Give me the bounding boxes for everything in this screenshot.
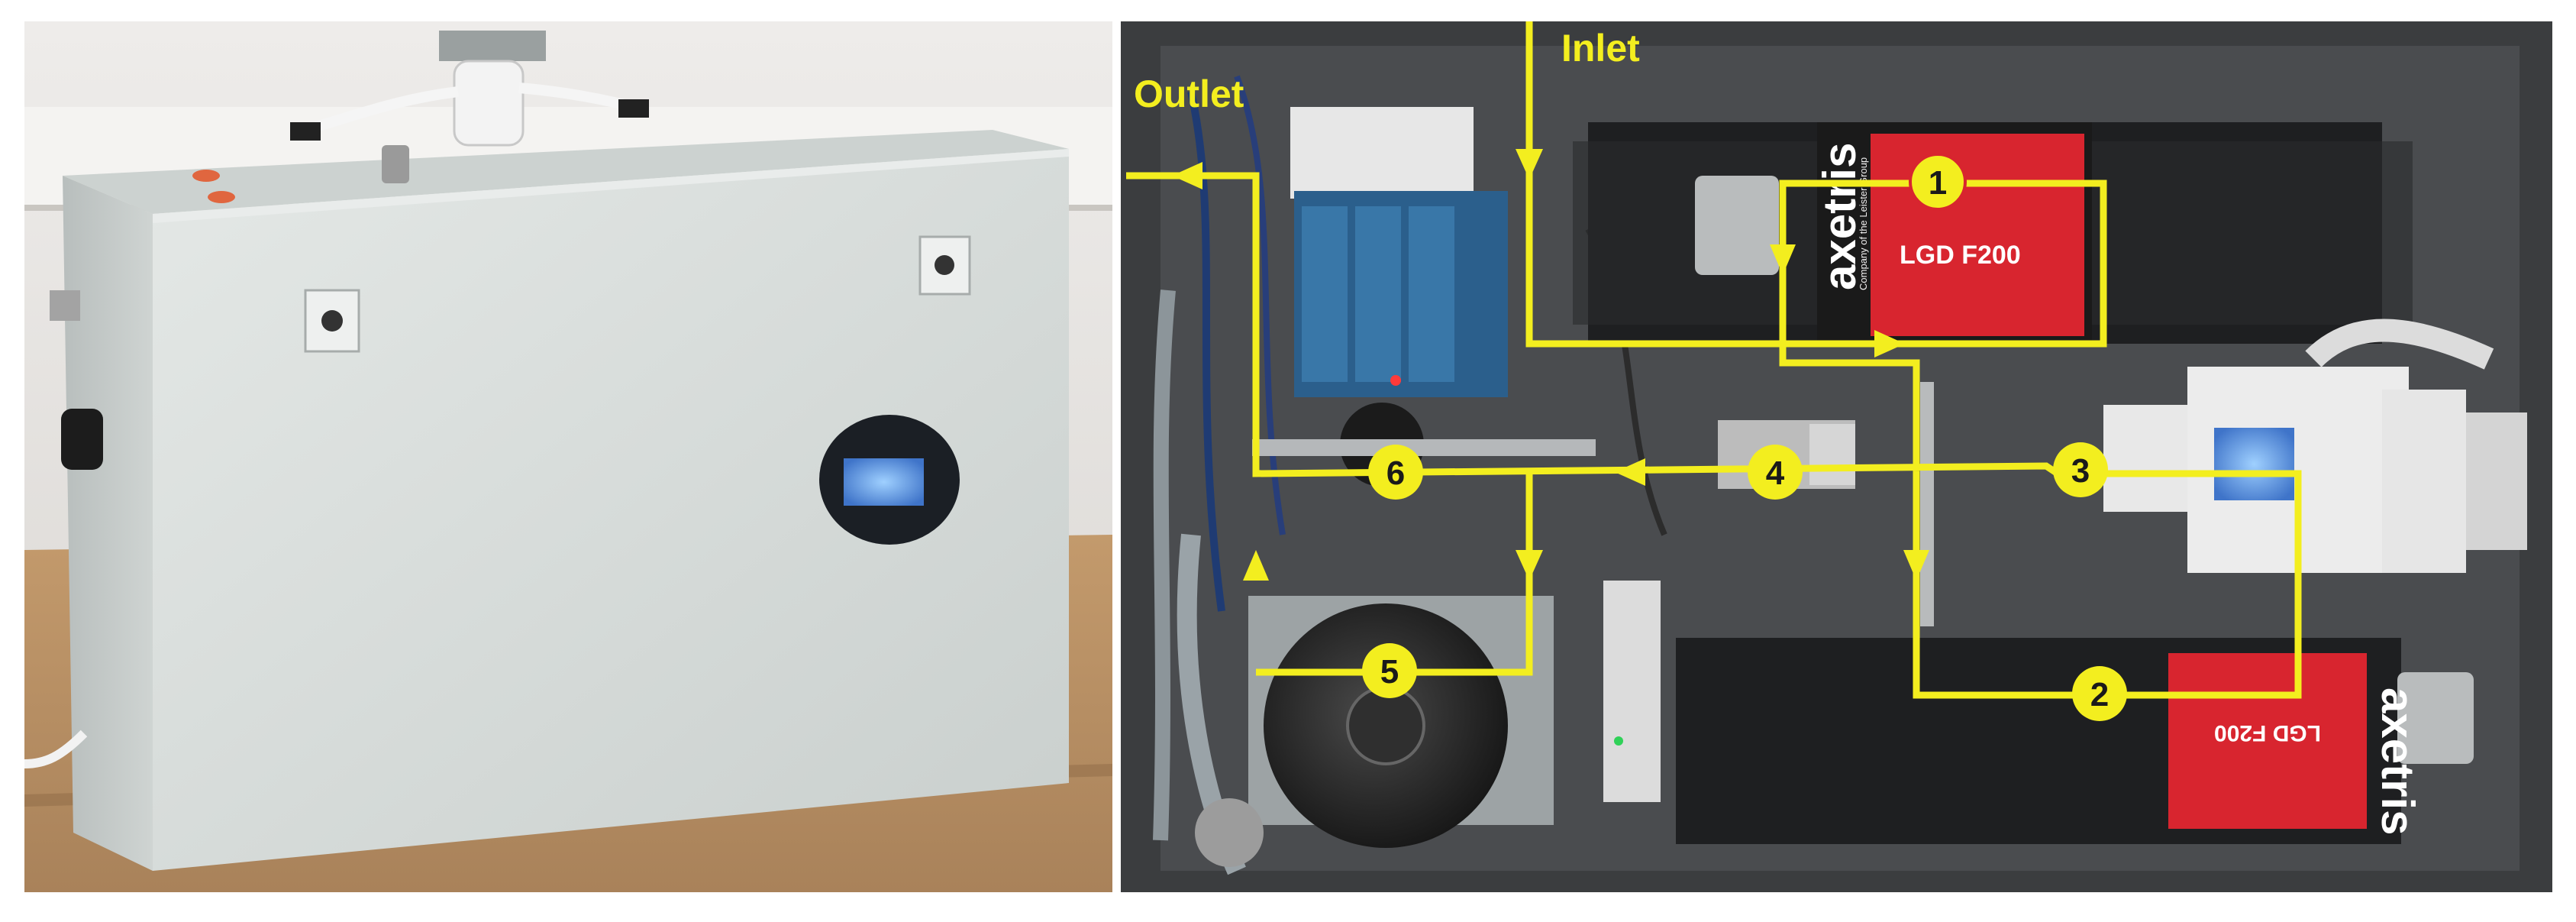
enclosure-photo bbox=[24, 21, 1112, 892]
flow-branch bbox=[1256, 474, 1533, 676]
pump-knob bbox=[1195, 798, 1264, 867]
sub-d-connector bbox=[1695, 176, 1779, 275]
marker-5: 5 bbox=[1362, 643, 1417, 698]
flow-arrows bbox=[1172, 149, 1929, 581]
sensor-red-panel-bottom bbox=[2168, 653, 2367, 829]
indicator-led bbox=[192, 170, 220, 182]
arrow-icon bbox=[1770, 244, 1796, 275]
sensor-red-panel-top bbox=[1871, 134, 2084, 336]
marker-3: 3 bbox=[2053, 442, 2108, 497]
sensor-brand-top: axetris bbox=[1814, 143, 1865, 290]
svg-text:5: 5 bbox=[1380, 653, 1399, 691]
arrow-icon bbox=[1615, 458, 1645, 486]
svg-text:1: 1 bbox=[1929, 164, 1947, 202]
din-rail-terminals bbox=[2103, 405, 2187, 512]
side-cable-gland bbox=[50, 290, 80, 321]
marker-2: 2 bbox=[2072, 666, 2127, 721]
circuit-breakers bbox=[1290, 107, 1474, 199]
svg-text:6: 6 bbox=[1386, 455, 1405, 492]
power-supply bbox=[1603, 581, 1661, 802]
tube-left bbox=[304, 86, 459, 135]
sensor-model-top: LGD F200 bbox=[1900, 241, 2021, 270]
pump-hub bbox=[1346, 686, 1425, 765]
sensor-model-bottom: LGD F200 bbox=[2214, 720, 2321, 746]
power-led bbox=[1614, 736, 1623, 746]
ethernet-module bbox=[2382, 390, 2466, 573]
terminal-strip bbox=[2466, 412, 2527, 550]
marker-1: 1 bbox=[1909, 153, 1967, 211]
bulkhead-fitting bbox=[382, 145, 409, 183]
inlet-label: Inlet bbox=[1561, 27, 1640, 70]
enclosure-door-edge bbox=[153, 149, 1069, 223]
ribbon-cable bbox=[2305, 319, 2494, 370]
power-cable bbox=[24, 730, 88, 768]
top-fitting-body bbox=[453, 60, 525, 147]
svg-text:2: 2 bbox=[2090, 676, 2109, 713]
enclosure-side bbox=[63, 176, 153, 871]
push-fitting bbox=[290, 122, 321, 141]
side-knob bbox=[61, 409, 103, 470]
interior-photo: axetris Company of the Leister Group LGD… bbox=[1121, 21, 2552, 892]
wiring bbox=[1234, 75, 1286, 535]
svg-text:4: 4 bbox=[1766, 455, 1785, 492]
marker-6: 6 bbox=[1368, 445, 1423, 500]
arrow-icon bbox=[1172, 162, 1202, 189]
indicator-led bbox=[208, 191, 235, 203]
display-screen bbox=[844, 458, 924, 506]
arrow-icon bbox=[1516, 149, 1543, 180]
sub-d-connector bbox=[2397, 672, 2474, 764]
pressure-sensor-label bbox=[1809, 424, 1855, 485]
plc-display bbox=[2214, 428, 2294, 500]
svg-text:3: 3 bbox=[2071, 452, 2090, 490]
push-fitting bbox=[618, 99, 649, 118]
sensor-brand-bottom: axetris bbox=[2372, 687, 2423, 835]
arrow-icon bbox=[1903, 550, 1929, 581]
enclosure-front bbox=[153, 149, 1069, 871]
arrow-icon bbox=[1516, 550, 1543, 581]
arrow-icon bbox=[1874, 330, 1905, 357]
enclosure-top bbox=[63, 130, 1069, 214]
outlet-label: Outlet bbox=[1134, 73, 1244, 115]
tube-fitting-bar bbox=[1252, 439, 1596, 456]
lock-keyhole bbox=[935, 255, 954, 275]
top-bracket bbox=[439, 31, 546, 61]
marker-4: 4 bbox=[1748, 445, 1803, 500]
wiring bbox=[1187, 90, 1225, 612]
flow-markers: 1 2 3 4 5 6 bbox=[1362, 153, 2127, 721]
tube-vertical bbox=[1920, 382, 1934, 626]
arrow-icon bbox=[1243, 550, 1269, 581]
status-led bbox=[1390, 375, 1401, 386]
gray-hose bbox=[1153, 290, 1176, 841]
lock-keyhole bbox=[321, 310, 343, 332]
sensor-tagline-top: Company of the Leister Group bbox=[1858, 157, 1869, 290]
